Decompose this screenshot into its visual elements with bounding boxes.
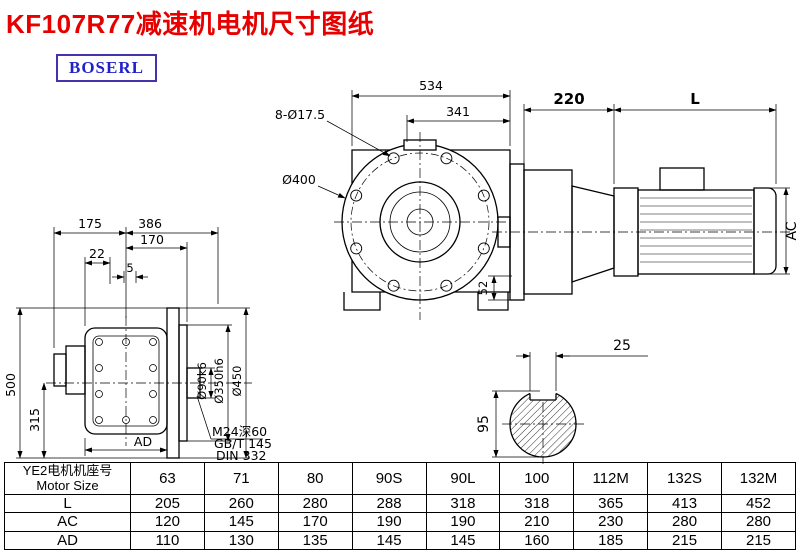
dim-5-label: 5 bbox=[126, 261, 133, 275]
table-cell: 210 bbox=[499, 512, 575, 532]
table-header-cell: 63 bbox=[130, 462, 205, 495]
table-cell: 452 bbox=[721, 493, 796, 514]
table-cell: 215 bbox=[721, 530, 796, 551]
table-cell: 130 bbox=[203, 530, 279, 551]
table-header-cell: 71 bbox=[203, 462, 279, 495]
dim-386-label: 386 bbox=[138, 216, 162, 231]
input-boss-outer bbox=[65, 345, 86, 395]
table-cell: 190 bbox=[425, 512, 501, 532]
face-bolt-holes bbox=[95, 338, 157, 424]
table-cell: 145 bbox=[203, 512, 279, 532]
table-cell: 170 bbox=[277, 512, 353, 532]
dim-22-label: 22 bbox=[89, 246, 105, 261]
dim-L-label: L bbox=[690, 90, 700, 108]
section-dimensions bbox=[492, 352, 648, 458]
dim-220-label: 220 bbox=[553, 90, 584, 108]
shaft-cross-section: 25 95 bbox=[476, 338, 648, 464]
table-cell: 280 bbox=[721, 512, 796, 532]
dim-95-label: 95 bbox=[476, 415, 492, 433]
table-header-cell: 132M bbox=[721, 462, 796, 495]
dim-shaft-dia-label: Ø90k6 bbox=[195, 362, 209, 400]
row-label: L bbox=[4, 493, 131, 514]
table-cell: 413 bbox=[647, 493, 722, 514]
input-boss-inner bbox=[53, 353, 67, 387]
dim-534-label: 534 bbox=[419, 78, 443, 93]
table-row-AD: AD 110 130 135 145 145 160 185 215 215 bbox=[4, 530, 796, 551]
motor-dimension-table: YE2电机机座号 Motor Size 63 71 80 90S 90L 100… bbox=[4, 462, 796, 551]
table-cell: 135 bbox=[277, 530, 353, 551]
dim-341-label: 341 bbox=[446, 104, 470, 119]
left-centerlines bbox=[46, 316, 252, 446]
dim-500-label: 500 bbox=[3, 373, 18, 397]
technical-drawing: 534 341 8-Ø17.5 Ø400 bbox=[3, 78, 800, 464]
note-gbt-label: GB/T 145 bbox=[214, 436, 272, 451]
table-cell: 185 bbox=[573, 530, 649, 551]
table-cell: 145 bbox=[351, 530, 427, 551]
note-din-label: DIN 332 bbox=[216, 448, 267, 463]
terminal-box bbox=[659, 167, 705, 191]
dim-AC-label: AC bbox=[784, 221, 800, 240]
table-cell: 205 bbox=[130, 493, 205, 514]
dim-175-label: 175 bbox=[78, 216, 102, 231]
dim-bolt-holes-label: 8-Ø17.5 bbox=[275, 107, 325, 122]
table-row-L: L 205 260 280 288 318 318 365 413 452 bbox=[4, 493, 796, 514]
dim-400-label: Ø400 bbox=[282, 172, 316, 187]
table-cell: 110 bbox=[130, 530, 205, 551]
front-dimensions bbox=[317, 90, 511, 199]
page-title: KF107R77减速机电机尺寸图纸 bbox=[6, 9, 375, 39]
table-header-cell: 100 bbox=[499, 462, 575, 495]
adapter-cone bbox=[571, 185, 615, 283]
keyway bbox=[529, 393, 557, 401]
table-cell: 120 bbox=[130, 512, 205, 532]
table-row-AC: AC 120 145 170 190 190 210 230 280 280 bbox=[4, 512, 796, 532]
motor-size-header-cn: YE2电机机座号 bbox=[22, 463, 113, 479]
row-label: AD bbox=[4, 530, 131, 551]
table-cell: 318 bbox=[425, 493, 501, 514]
dim-170-label: 170 bbox=[140, 232, 164, 247]
table-cell: 215 bbox=[647, 530, 722, 551]
row-label: AC bbox=[4, 512, 131, 532]
dim-key-width-label: 25 bbox=[613, 338, 631, 354]
table-header-cell: 90L bbox=[425, 462, 501, 495]
motor-size-header: YE2电机机座号 Motor Size bbox=[4, 462, 131, 495]
table-cell: 260 bbox=[203, 493, 279, 514]
table-cell: 190 bbox=[351, 512, 427, 532]
dim-315-label: 315 bbox=[27, 408, 42, 432]
front-view: 534 341 8-Ø17.5 Ø400 bbox=[275, 78, 511, 320]
table-cell: 145 bbox=[425, 530, 501, 551]
bolt-holes bbox=[350, 152, 490, 292]
table-cell: 280 bbox=[277, 493, 353, 514]
table-cell: 230 bbox=[573, 512, 649, 532]
dim-52-label: 52 bbox=[476, 281, 490, 296]
left-dimensions bbox=[16, 227, 263, 459]
dim-flange-dia-label: Ø450 bbox=[230, 365, 244, 396]
housing-foot-right bbox=[477, 292, 509, 311]
table-cell: 280 bbox=[647, 512, 722, 532]
table-header-cell: 132S bbox=[647, 462, 722, 495]
dim-spigot-dia-label: Ø350h6 bbox=[212, 358, 226, 404]
table-cell: 288 bbox=[351, 493, 427, 514]
left-view: 175 386 170 22 5 500 315 Ø90k6 Ø350h6 Ø4… bbox=[3, 216, 272, 463]
table-header-cell: 112M bbox=[573, 462, 649, 495]
side-view: 220 L AC 52 bbox=[476, 90, 800, 301]
table-cell: 160 bbox=[499, 530, 575, 551]
housing-foot-left bbox=[343, 292, 381, 311]
table-cell: 365 bbox=[573, 493, 649, 514]
motor-size-header-en: Motor Size bbox=[36, 477, 99, 493]
brand-logo: BOSERL bbox=[56, 54, 157, 82]
table-header-cell: 80 bbox=[277, 462, 353, 495]
shaft-section-circle bbox=[509, 390, 577, 458]
table-header-cell: 90S bbox=[351, 462, 427, 495]
centerlines bbox=[334, 132, 506, 320]
motor-fins bbox=[640, 197, 752, 263]
note-tap-label: M24深60 bbox=[212, 424, 267, 439]
table-cell: 318 bbox=[499, 493, 575, 514]
dim-AD-label: AD bbox=[134, 434, 152, 449]
fan-cowl bbox=[753, 187, 777, 275]
side-dimensions bbox=[488, 104, 790, 301]
table-header-row: YE2电机机座号 Motor Size 63 71 80 90S 90L 100… bbox=[4, 462, 796, 495]
